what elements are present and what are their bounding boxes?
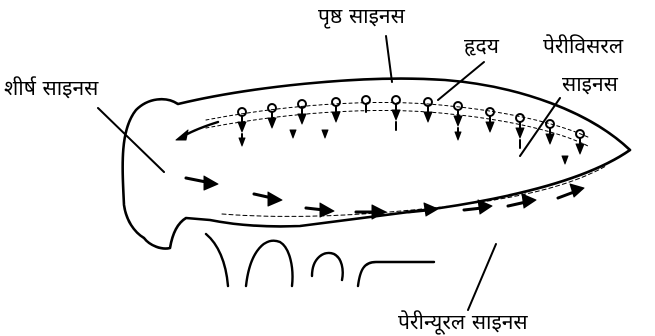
pointer-perineural bbox=[468, 244, 496, 310]
label-pericardial-sinus-line2: साइनस bbox=[562, 74, 618, 95]
dorsal-flow-arrowhead bbox=[176, 130, 188, 140]
pointer-dorsal bbox=[386, 36, 392, 82]
body-outline bbox=[123, 79, 630, 249]
leg-outline-2 bbox=[246, 241, 293, 286]
heart-tube-upper bbox=[206, 102, 590, 138]
label-pericardial-sinus-line1: पेरीविसरल bbox=[543, 36, 623, 57]
label-perineural-sinus: पेरीन्यूरल साइनस bbox=[398, 312, 528, 333]
label-dorsal-sinus: पृष्ठ साइनस bbox=[318, 6, 405, 27]
label-head-sinus: शीर्ष साइनस bbox=[4, 78, 98, 99]
leg-outline-4 bbox=[358, 262, 434, 286]
leg-outline-3 bbox=[312, 253, 343, 280]
heart-ostia bbox=[238, 96, 584, 164]
label-heart: हृदय bbox=[464, 36, 499, 57]
leg-outline-1 bbox=[206, 234, 228, 286]
ventral-flow-arrows bbox=[186, 176, 584, 219]
ventral-diaphragm bbox=[222, 166, 606, 216]
